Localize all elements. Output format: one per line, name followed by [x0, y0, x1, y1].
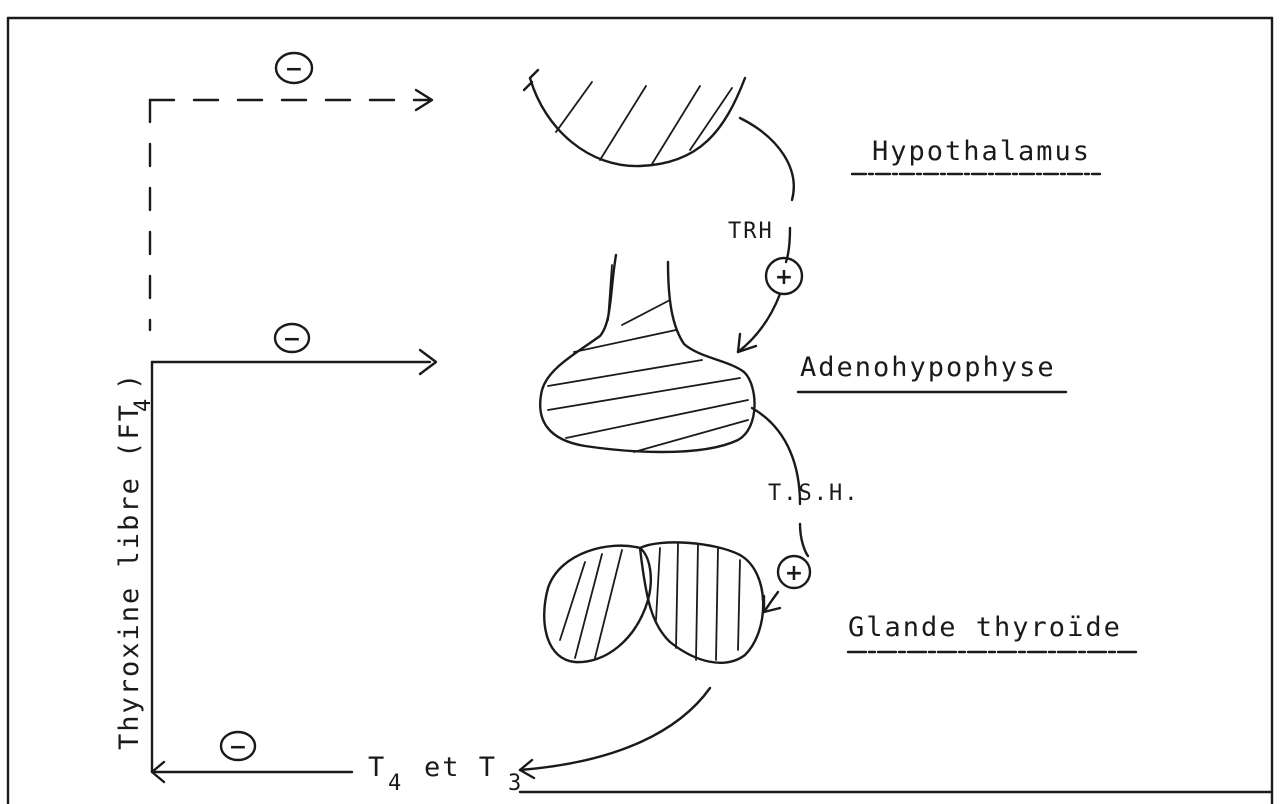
- label-t4-subscript: 4: [388, 771, 403, 796]
- label-t3-subscript: 3: [508, 771, 523, 796]
- hormone-output-arrow: [520, 688, 710, 778]
- label-adenohypophyse: Adenohypophyse: [800, 352, 1056, 383]
- minus-symbol-middle: −: [283, 327, 301, 352]
- minus-symbol-top: −: [285, 57, 303, 82]
- thyroid-shape: [544, 542, 763, 662]
- label-t4-t3: T 4 et T 3: [368, 752, 523, 796]
- minus-sign-middle: −: [275, 324, 309, 352]
- plus-symbol-trh: +: [775, 265, 793, 290]
- label-trh: TRH: [728, 219, 774, 244]
- plus-symbol-tsh: +: [785, 561, 803, 586]
- label-tsh: T.S.H.: [768, 481, 859, 506]
- minus-sign-top: −: [276, 53, 312, 83]
- label-thyroid: Glande thyroïde: [848, 612, 1122, 643]
- label-free-thyroxine-paren: ): [114, 372, 145, 390]
- plus-sign-trh: +: [766, 258, 802, 294]
- label-free-thyroxine-text: Thyroxine libre (FT: [114, 403, 145, 750]
- hypothalamus-shape: [524, 70, 745, 166]
- label-t4-letter: T: [368, 752, 386, 783]
- feedback-loop-lines: [150, 90, 436, 782]
- plus-sign-tsh: +: [778, 556, 810, 588]
- label-free-thyroxine-subscript: 4: [131, 397, 156, 412]
- label-et-t3: et T: [424, 752, 497, 783]
- label-hypothalamus: Hypothalamus: [872, 136, 1091, 167]
- adenohypophyse-shape: [540, 255, 754, 452]
- label-free-thyroxine: Thyroxine libre (FT 4 ): [114, 372, 156, 750]
- minus-symbol-bottom: −: [229, 735, 247, 760]
- minus-sign-bottom: −: [221, 732, 255, 760]
